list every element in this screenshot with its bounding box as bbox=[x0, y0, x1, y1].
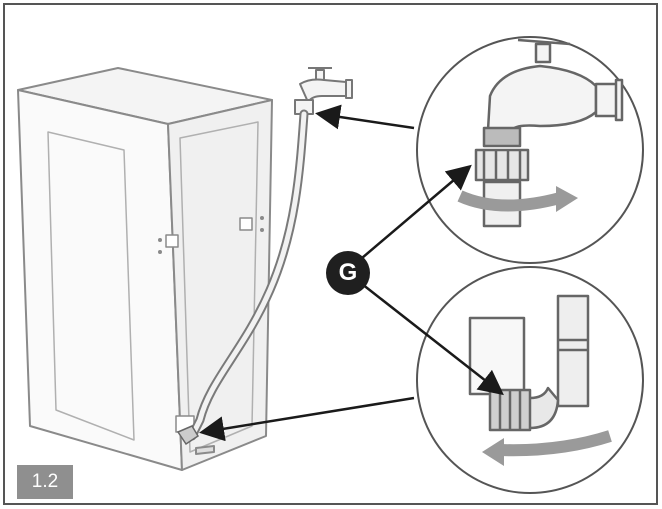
arrow-g-to-valve-nut bbox=[361, 283, 504, 396]
pointer-arrows bbox=[199, 104, 504, 442]
figure-frame bbox=[3, 3, 658, 505]
callout-g-label: G bbox=[326, 251, 370, 295]
arrow-to-tap bbox=[315, 104, 415, 130]
figure-number-badge: 1.2 bbox=[17, 465, 73, 499]
arrow-g-to-tap-nut bbox=[361, 164, 472, 259]
detail-circle-tap bbox=[416, 36, 644, 264]
hose-connector-valve bbox=[176, 425, 200, 446]
tap bbox=[294, 67, 353, 115]
washing-machine bbox=[17, 67, 273, 471]
arrow-to-valve bbox=[199, 396, 415, 442]
detail-circle-machine bbox=[416, 266, 644, 494]
